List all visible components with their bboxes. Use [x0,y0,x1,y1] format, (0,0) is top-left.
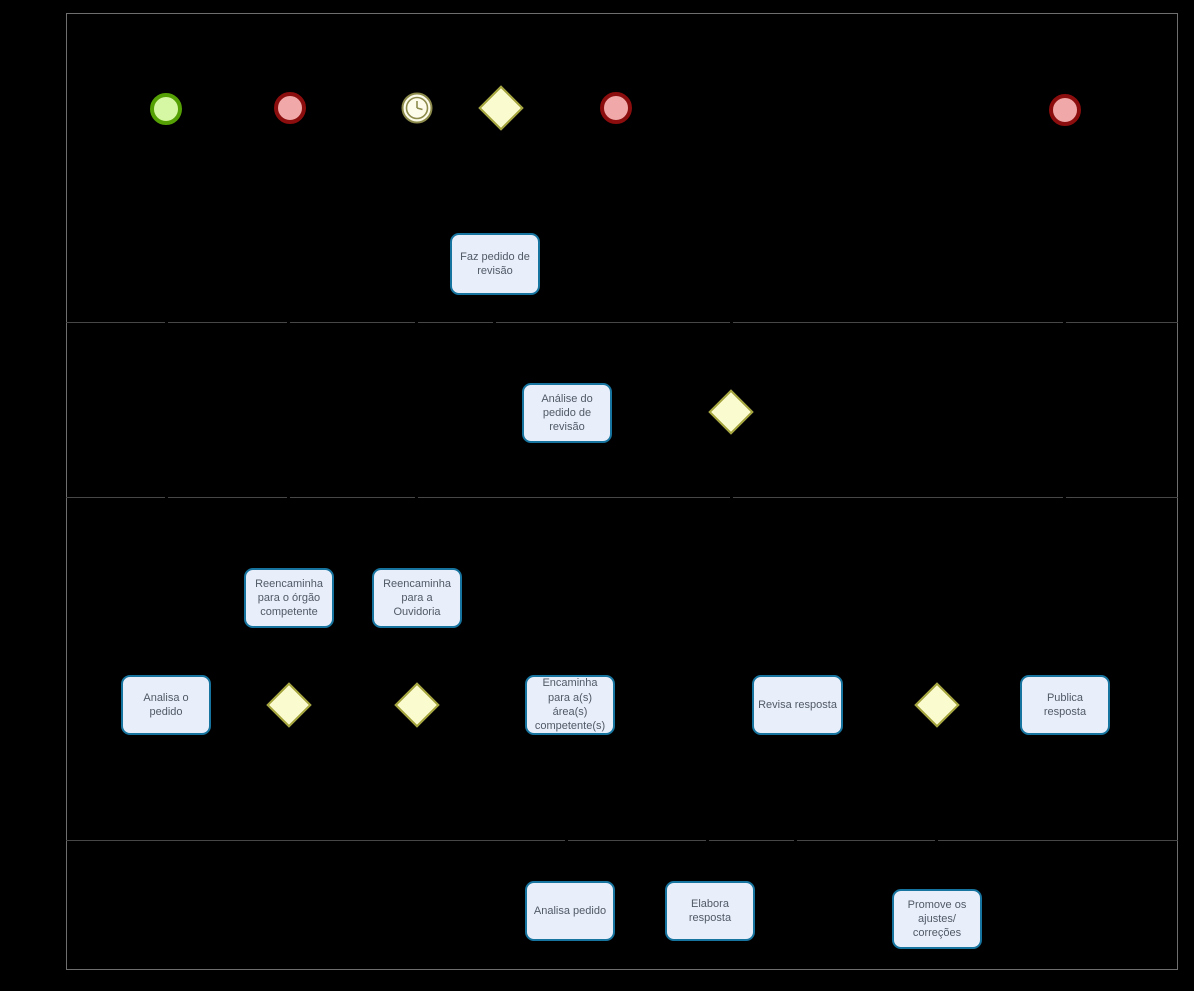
task-label: Promove os ajustes/ correções [907,898,967,940]
end-event-3[interactable] [1049,94,1081,126]
connector-gap [165,496,168,499]
task-label: Revisa resposta [758,698,837,711]
connector-gap [287,321,290,324]
connector-gap [415,321,418,324]
task-label: Elabora resposta [688,897,732,924]
lane-divider-1 [66,322,1178,323]
task-elabora-resposta[interactable]: Elabora resposta [665,881,755,941]
process-pool [66,13,1178,970]
connector-gap [706,839,709,842]
end-event-1[interactable] [274,92,306,124]
connector-gap [1063,496,1066,499]
task-encaminha-para-areas-competentes[interactable]: Encaminha para a(s) área(s) competente(s… [525,675,615,735]
connector-gap [415,496,418,499]
task-label: Analisa pedido [533,904,607,917]
task-faz-pedido-de-revisao[interactable]: Faz pedido de revisão [450,233,540,295]
connector-gap [730,321,733,324]
connector-gap [493,321,496,324]
connector-gap [287,496,290,499]
task-label: Faz pedido de revisão [460,250,530,277]
connector-gap [794,839,797,842]
task-reencaminha-para-a-ouvidoria[interactable]: Reencaminha para a Ouvidoria [372,568,462,628]
task-analisa-pedido[interactable]: Analisa pedido [525,881,615,941]
task-reencaminha-para-o-orgao-competente[interactable]: Reencaminha para o órgão competente [244,568,334,628]
task-label: Reencaminha para o órgão competente [255,577,323,619]
lane-divider-2 [66,497,1178,498]
task-publica-resposta[interactable]: Publica resposta [1020,675,1110,735]
connector-gap [730,496,733,499]
task-promove-os-ajustes-correcoes[interactable]: Promove os ajustes/ correções [892,889,982,949]
end-event-2[interactable] [600,92,632,124]
task-revisa-resposta[interactable]: Revisa resposta [752,675,843,735]
connector-gap [935,839,938,842]
start-event[interactable] [150,93,182,125]
task-label: Analisa o pedido [143,691,189,718]
connector-gap [565,839,568,842]
task-analise-do-pedido-de-revisao[interactable]: Análise do pedido de revisão [522,383,612,443]
connector-gap [165,321,168,324]
task-label: Publica resposta [1043,691,1087,718]
lane-divider-3 [66,840,1178,841]
task-label: Reencaminha para a Ouvidoria [383,577,451,619]
timer-intermediate-event[interactable] [401,92,433,124]
timer-clock-icon [401,92,433,124]
task-label: Análise do pedido de revisão [541,392,593,434]
task-analisa-o-pedido[interactable]: Analisa o pedido [121,675,211,735]
task-label: Encaminha para a(s) área(s) competente(s… [534,677,606,733]
connector-gap [1063,321,1066,324]
